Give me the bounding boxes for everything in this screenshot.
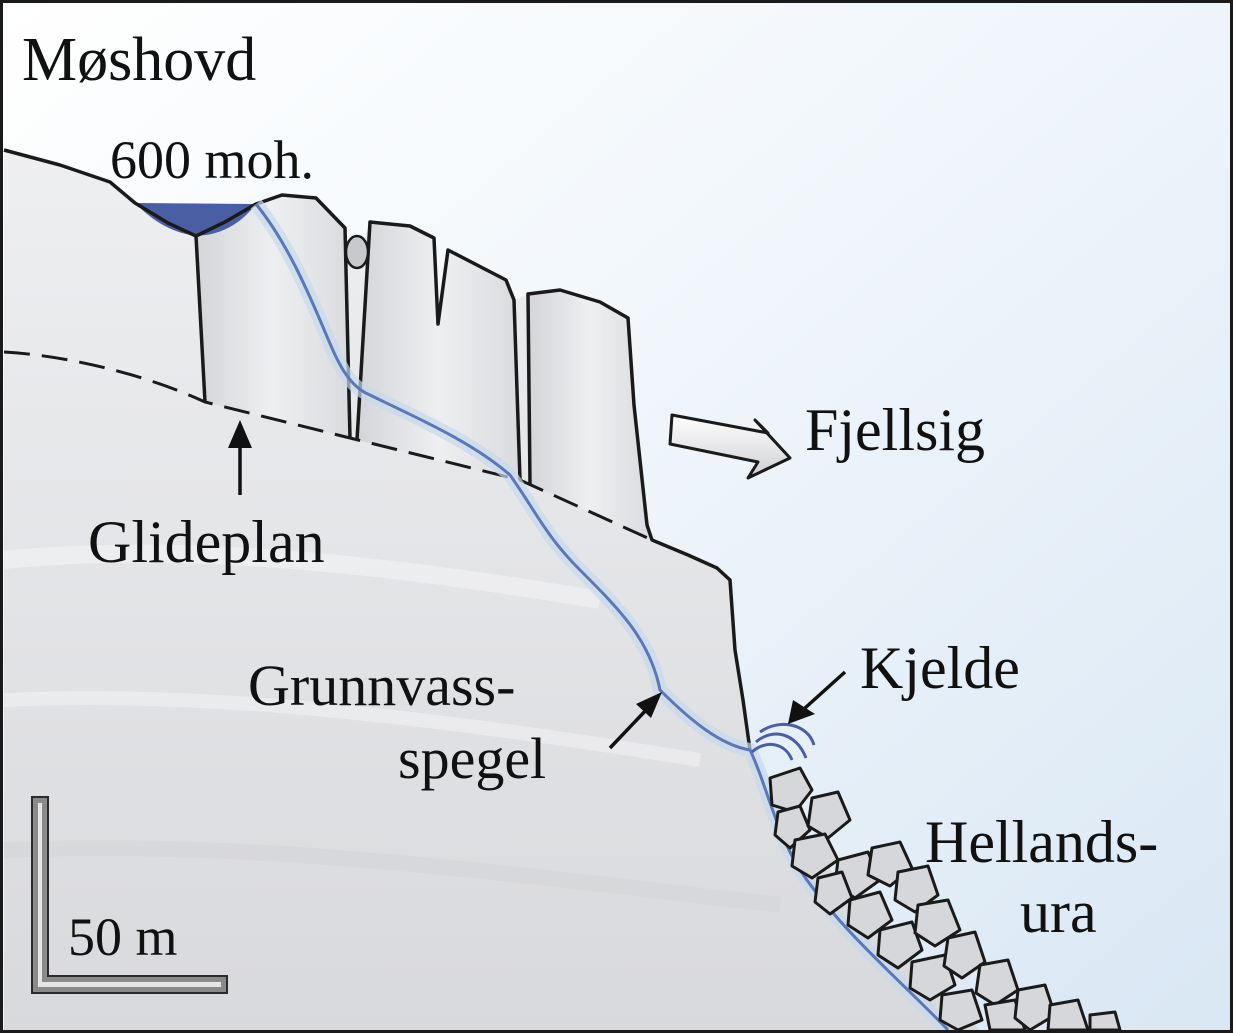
summit-water-pond bbox=[135, 203, 256, 236]
spring-label: Kjelde bbox=[860, 635, 1020, 701]
crack-line-1 bbox=[194, 235, 207, 403]
right-arrow-icon bbox=[668, 413, 792, 480]
pointer-arrows bbox=[228, 420, 847, 750]
scale-label: 50 m bbox=[68, 907, 178, 967]
l-shaped-scale-bar-icon bbox=[31, 796, 228, 994]
glideplan-label: Glideplan bbox=[88, 509, 325, 575]
sliding-block-3 bbox=[528, 290, 652, 540]
elevation-label: 600 moh. bbox=[110, 130, 314, 190]
scree-label-line2: ura bbox=[1020, 879, 1097, 945]
small-boulder bbox=[344, 234, 370, 270]
spring-arrow-icon bbox=[788, 700, 815, 724]
terrain-shading bbox=[3, 544, 781, 913]
scree-boulders bbox=[768, 766, 1122, 1032]
surface-outline-2 bbox=[355, 220, 522, 481]
sliding-block-1 bbox=[196, 195, 350, 438]
groundwater-label-line2: spegel bbox=[398, 726, 546, 791]
scree-label-line1: Hellands- bbox=[925, 809, 1158, 875]
location-title: Møshovd bbox=[22, 26, 256, 94]
water-spring-icon bbox=[750, 722, 816, 761]
surface-outline-1 bbox=[3, 148, 352, 439]
groundwater-label-line1: Grunnvass- bbox=[248, 653, 515, 718]
groundwater-arrow-icon bbox=[636, 692, 662, 718]
movement-label: Fjellsig bbox=[805, 397, 985, 463]
glideplan-arrow-icon bbox=[228, 420, 252, 448]
surface-outline-3 bbox=[526, 288, 752, 751]
glide-plane-line bbox=[3, 350, 653, 542]
